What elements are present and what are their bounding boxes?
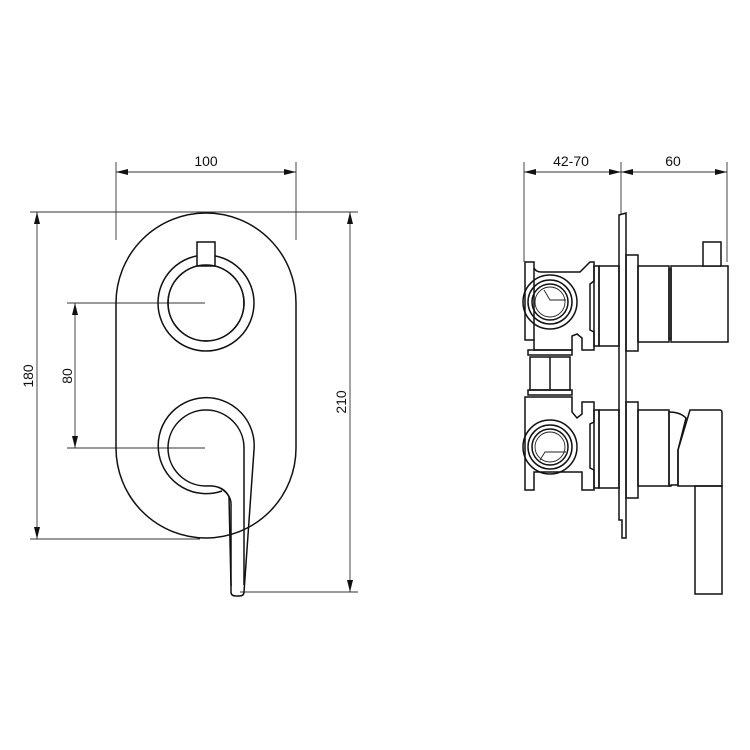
- lower-control-lever: [157, 396, 255, 597]
- dim-plate-height-label: 180: [20, 364, 36, 388]
- upper-control-knob: [157, 241, 255, 352]
- side-lever: [694, 485, 723, 595]
- dim-width: 100: [115, 153, 297, 240]
- dim-total-height: 210: [240, 212, 358, 593]
- upper-valve-body: [522, 241, 729, 351]
- side-knob-indicator: [702, 241, 722, 267]
- dim-side: 42-70 60: [523, 153, 728, 262]
- dim-plate-height: 180: [20, 212, 40, 539]
- front-view: 100 180 80 210: [20, 153, 358, 597]
- side-wall-plate: [618, 212, 639, 539]
- dim-projection-label: 60: [665, 153, 681, 169]
- dim-width-label: 100: [194, 153, 218, 169]
- dim-center-distance-label: 80: [59, 368, 75, 384]
- dim-center-distance: 80: [59, 302, 205, 449]
- lower-valve-body: [522, 396, 723, 595]
- connecting-nut: [527, 349, 573, 396]
- dim-total-height-label: 210: [333, 390, 349, 414]
- dim-wall-depth-label: 42-70: [553, 153, 589, 169]
- side-view: 42-70 60: [522, 153, 729, 595]
- cover-plate: [115, 212, 297, 539]
